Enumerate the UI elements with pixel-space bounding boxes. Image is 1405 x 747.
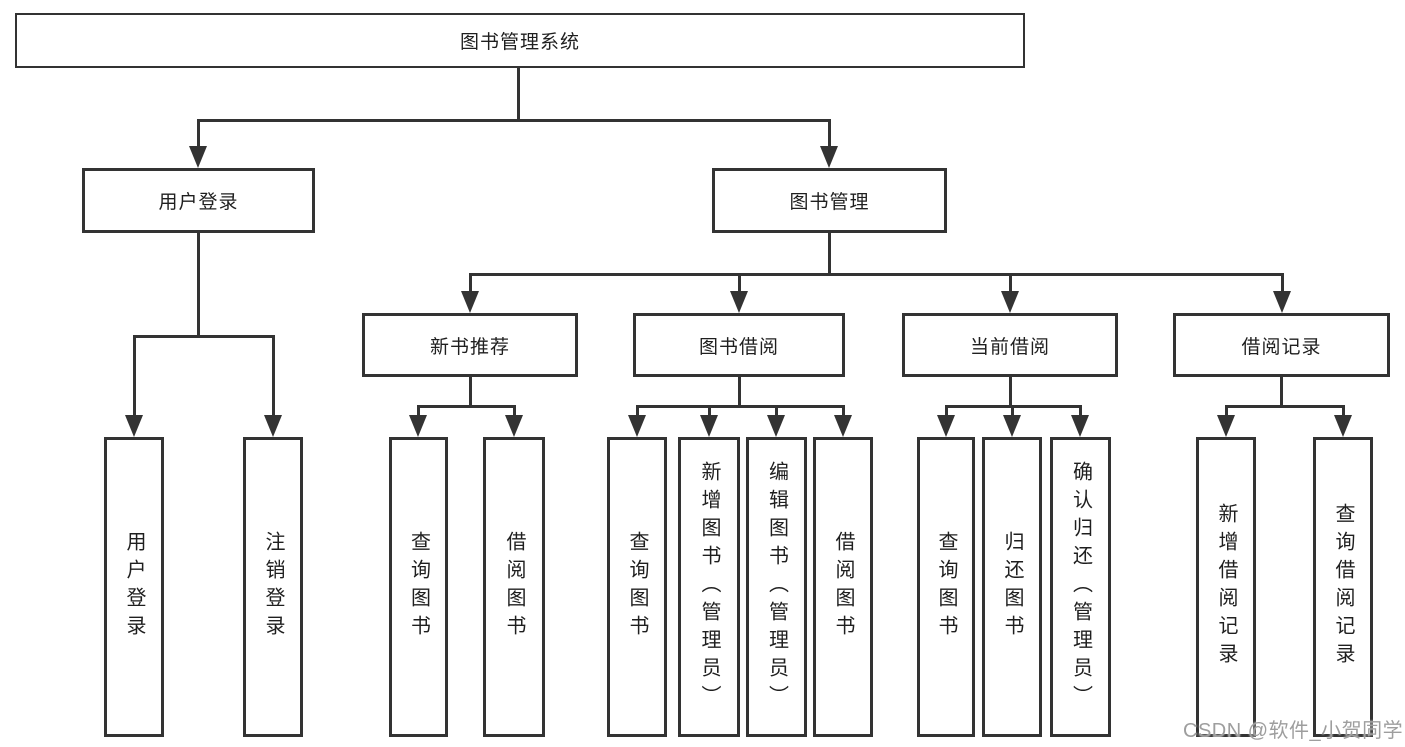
arrow-down-icon: [1273, 291, 1291, 313]
node-leaf-add-borrow-record: 新增借阅记录: [1196, 437, 1256, 737]
node-current-borrowing: 当前借阅: [902, 313, 1118, 377]
node-leaf-query-books-1: 查询图书: [389, 437, 448, 737]
arrow-down-icon: [730, 291, 748, 313]
node-leaf-query-books-2-label: 查询图书: [626, 531, 648, 643]
arrow-down-icon: [461, 291, 479, 313]
node-book-management: 图书管理: [712, 168, 947, 233]
node-leaf-query-borrow-record: 查询借阅记录: [1313, 437, 1373, 737]
connector-line: [417, 405, 516, 408]
connector-line: [775, 405, 778, 418]
connector-line: [1342, 405, 1345, 418]
connector-line: [1281, 273, 1284, 293]
node-leaf-borrow-books-1-label: 借阅图书: [503, 531, 525, 643]
arrow-down-icon: [1334, 415, 1352, 437]
connector-line: [272, 335, 275, 417]
node-new-book-recommend: 新书推荐: [362, 313, 578, 377]
connector-line: [133, 335, 136, 417]
node-borrowing-records: 借阅记录: [1173, 313, 1390, 377]
connector-line: [828, 119, 831, 150]
connector-line: [1009, 377, 1012, 407]
connector-line: [197, 119, 831, 122]
node-leaf-confirm-return-admin: 确认归还（管理员）: [1050, 437, 1111, 737]
node-leaf-query-books-3: 查询图书: [917, 437, 975, 737]
arrow-down-icon: [1001, 291, 1019, 313]
node-leaf-return-books: 归还图书: [982, 437, 1042, 737]
node-leaf-borrow-books-2: 借阅图书: [813, 437, 873, 737]
connector-line: [197, 233, 200, 337]
connector-line: [738, 273, 741, 293]
node-leaf-query-borrow-record-label: 查询借阅记录: [1332, 503, 1354, 671]
node-user-login-label: 用户登录: [158, 192, 239, 213]
node-leaf-add-borrow-record-label: 新增借阅记录: [1215, 503, 1237, 671]
node-leaf-borrow-books-1: 借阅图书: [483, 437, 545, 737]
connector-line: [738, 377, 741, 407]
connector-line: [469, 377, 472, 407]
node-leaf-edit-book-admin: 编辑图书（管理员）: [746, 437, 807, 737]
node-leaf-edit-book-admin-label: 编辑图书（管理员）: [765, 461, 788, 713]
connector-line: [828, 233, 831, 275]
connector-line: [636, 405, 639, 418]
node-leaf-borrow-books-2-label: 借阅图书: [832, 531, 854, 643]
node-leaf-user-login-label: 用户登录: [123, 531, 145, 643]
node-leaf-logout-label: 注销登录: [262, 531, 284, 643]
connector-line: [1225, 405, 1228, 418]
connector-line: [469, 273, 472, 293]
node-new-book-recommend-label: 新书推荐: [429, 336, 510, 358]
connector-line: [469, 273, 1284, 276]
csdn-watermark: CSDN @软件_小贺同学: [1183, 720, 1404, 742]
node-leaf-query-books-3-label: 查询图书: [935, 531, 957, 643]
node-leaf-logout: 注销登录: [243, 437, 303, 737]
arrow-down-icon: [700, 415, 718, 437]
connector-line: [1079, 405, 1082, 418]
node-book-borrowing: 图书借阅: [633, 313, 845, 377]
connector-line: [417, 405, 420, 418]
node-book-borrowing-label: 图书借阅: [698, 336, 779, 358]
node-leaf-return-books-label: 归还图书: [1001, 531, 1023, 643]
connector-line: [1280, 377, 1283, 407]
connector-line: [133, 335, 275, 338]
node-leaf-confirm-return-admin-label: 确认归还（管理员）: [1069, 461, 1092, 713]
node-user-login: 用户登录: [82, 168, 315, 233]
connector-line: [197, 119, 200, 150]
arrow-down-icon: [820, 146, 838, 168]
node-leaf-add-book-admin: 新增图书（管理员）: [678, 437, 740, 737]
arrow-down-icon: [628, 415, 646, 437]
arrow-down-icon: [505, 415, 523, 437]
connector-line: [517, 68, 520, 121]
node-root-label: 图书管理系统: [459, 32, 580, 53]
connector-line: [513, 405, 516, 418]
node-leaf-add-book-admin-label: 新增图书（管理员）: [698, 461, 720, 713]
arrow-down-icon: [189, 146, 207, 168]
arrow-down-icon: [264, 415, 282, 437]
connector-line: [1009, 273, 1012, 293]
arrow-down-icon: [834, 415, 852, 437]
arrow-down-icon: [1003, 415, 1021, 437]
node-book-management-label: 图书管理: [789, 192, 870, 213]
connector-line: [1225, 405, 1345, 408]
connector-line: [636, 405, 845, 408]
arrow-down-icon: [1217, 415, 1235, 437]
node-leaf-user-login: 用户登录: [104, 437, 164, 737]
node-leaf-query-books-2: 查询图书: [607, 437, 667, 737]
connector-line: [1011, 405, 1014, 418]
arrow-down-icon: [937, 415, 955, 437]
node-leaf-query-books-1-label: 查询图书: [407, 531, 430, 643]
arrow-down-icon: [767, 415, 785, 437]
node-root: 图书管理系统: [15, 13, 1025, 68]
node-borrowing-records-label: 借阅记录: [1241, 336, 1322, 358]
connector-line: [708, 405, 711, 418]
connector-line: [945, 405, 948, 418]
arrow-down-icon: [125, 415, 143, 437]
node-current-borrowing-label: 当前借阅: [969, 336, 1050, 358]
arrow-down-icon: [409, 415, 427, 437]
connector-line: [842, 405, 845, 418]
arrow-down-icon: [1071, 415, 1089, 437]
